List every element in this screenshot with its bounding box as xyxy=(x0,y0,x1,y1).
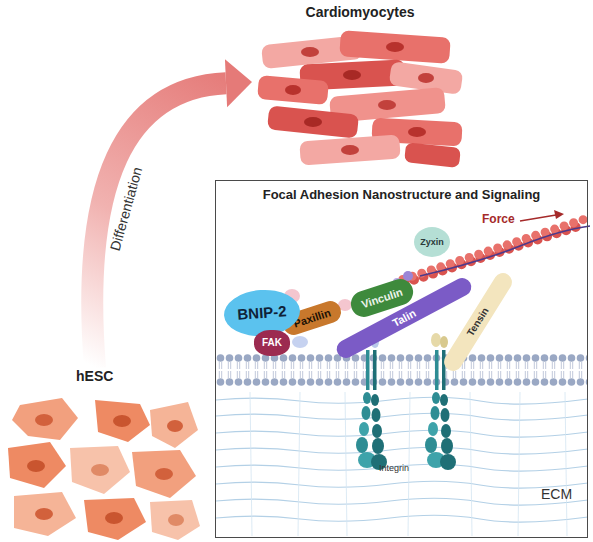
region-label: ECM xyxy=(541,486,572,502)
protein-label: Integrin xyxy=(379,463,409,473)
integrin-symbol xyxy=(356,333,387,470)
heading: Focal Adhesion Nanostructure and Signali… xyxy=(216,188,587,203)
protein-name: Zyxin xyxy=(420,237,444,247)
heading: Cardiomyocytes xyxy=(252,4,468,20)
cell-group: Cardiomyocytes xyxy=(252,4,468,169)
protein-name: BNIP-2 xyxy=(237,303,287,324)
cardiomyocyte-cells xyxy=(257,30,463,168)
cell-group: hESC xyxy=(10,368,210,540)
edge-label: Differentiation xyxy=(107,165,146,252)
force-arrow xyxy=(520,210,564,221)
panel-frame: Focal Adhesion Nanostructure and Signali… xyxy=(215,180,588,538)
lipid-bilayer xyxy=(216,354,588,386)
force-label: Force xyxy=(482,212,515,226)
extracellular-matrix xyxy=(216,392,588,536)
actin-filament xyxy=(393,219,590,286)
protein-name: FAK xyxy=(262,337,282,349)
protein-name: Talin xyxy=(390,307,418,330)
protein-blob: Zyxin xyxy=(414,227,450,257)
protein-name: Tensin xyxy=(465,306,491,339)
stem-cells xyxy=(8,398,200,540)
protein-name: Vinculin xyxy=(360,285,404,310)
heading: hESC xyxy=(76,368,210,384)
protein-blob: FAK xyxy=(254,330,290,356)
